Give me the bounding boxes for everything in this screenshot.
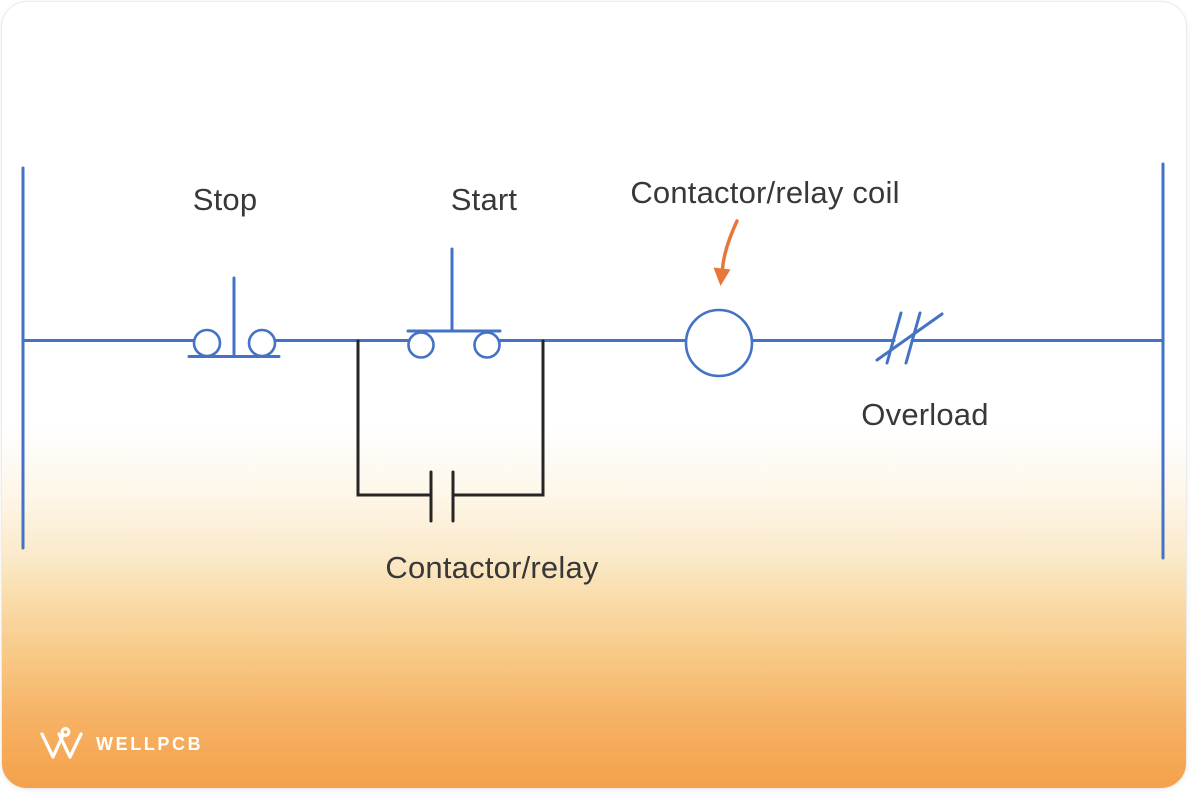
no-contact-symbol (429, 470, 455, 523)
nc-pushbutton-symbol (187, 276, 281, 358)
no-pushbutton-symbol (406, 247, 502, 359)
overload-label: Overload (861, 397, 989, 432)
wellpcb-logo: WELLPCB (38, 724, 203, 764)
coil-pointer-arrow (713, 219, 739, 286)
slide-card: Stop Start Contactor/relay coil Overload… (1, 1, 1187, 789)
wellpcb-logo-text: WELLPCB (96, 734, 204, 754)
coil-symbol (684, 308, 754, 378)
wellpcb-w-icon (40, 726, 83, 759)
start-label: Start (450, 182, 518, 217)
seal-in-branch (356, 339, 545, 523)
seal-in-contact-label: Contactor/relay (385, 550, 599, 585)
nc-contact-symbol (875, 311, 944, 365)
stop-label: Stop (192, 182, 258, 217)
ladder-diagram (21, 162, 1165, 560)
coil-label: Contactor/relay coil (630, 175, 900, 210)
